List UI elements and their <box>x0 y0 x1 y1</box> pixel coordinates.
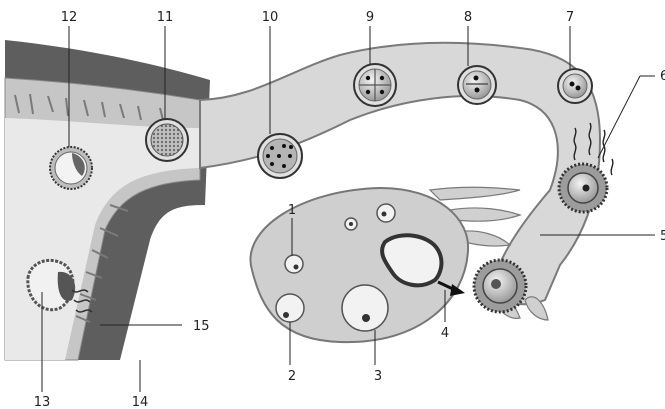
label-9: 9 <box>366 10 374 25</box>
four-cell-stage <box>354 64 396 106</box>
label-10: 10 <box>262 10 279 25</box>
label-8: 8 <box>464 10 472 25</box>
label-6: 6 <box>660 69 665 84</box>
fertilized-egg <box>559 164 607 212</box>
zygote <box>558 69 592 103</box>
label-4: 4 <box>441 326 449 341</box>
label-1: 1 <box>288 203 296 218</box>
label-2: 2 <box>288 369 296 384</box>
label-7: 7 <box>566 10 574 25</box>
label-12: 12 <box>61 10 78 25</box>
label-15: 15 <box>193 319 210 334</box>
released-ovum <box>474 260 526 312</box>
two-cell-stage <box>458 66 496 104</box>
blastocyst <box>50 147 92 189</box>
label-3: 3 <box>374 369 382 384</box>
label-13: 13 <box>34 395 51 409</box>
label-14: 14 <box>132 395 149 409</box>
label-11: 11 <box>157 10 174 25</box>
eight-cell-stage <box>258 134 302 178</box>
label-5: 5 <box>660 229 665 244</box>
morula <box>146 119 188 161</box>
